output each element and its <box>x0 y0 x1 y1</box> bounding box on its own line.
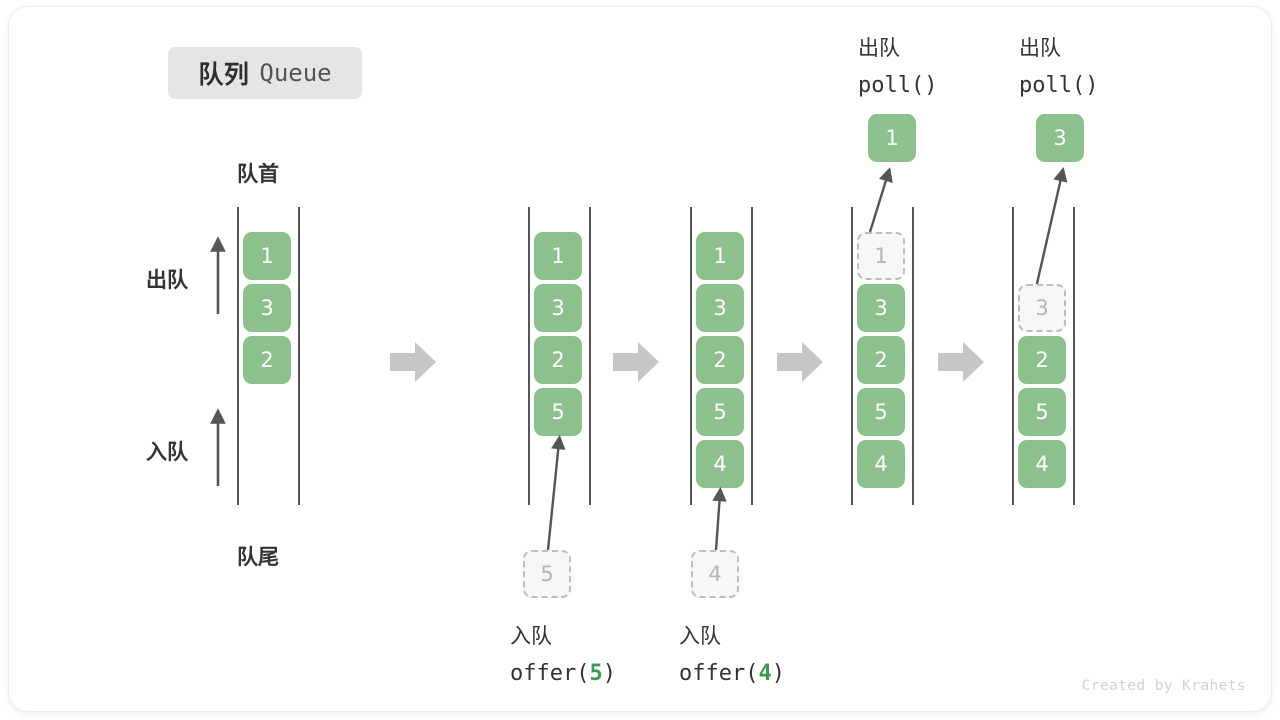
queue-cell-new: 5 <box>534 388 582 436</box>
queue-cell-removed: 3 <box>1018 284 1066 332</box>
queue-cell: 1 <box>534 232 582 280</box>
enqueue-direction-arrow-icon <box>210 408 226 486</box>
step-arrow-icon <box>938 342 984 382</box>
step-arrow-icon <box>777 342 823 382</box>
title-english: Queue <box>259 59 332 87</box>
queue-cell: 4 <box>857 440 905 488</box>
step-arrow-icon <box>613 342 659 382</box>
queue-rail-left <box>690 207 692 505</box>
queue-cell: 2 <box>243 336 291 384</box>
queue-cell: 5 <box>857 388 905 436</box>
queue-cell: 2 <box>1018 336 1066 384</box>
diagram-title-chip: 队列 Queue <box>168 47 362 99</box>
queue-head-label: 队首 <box>237 163 279 186</box>
enqueue-arrow-icon <box>712 486 727 551</box>
credit-text: Created by Krahets <box>1081 678 1246 694</box>
stage-caption-poll-3: 出队 poll() <box>1019 30 1098 104</box>
incoming-element-ghost: 5 <box>523 550 571 598</box>
queue-rail-right <box>1073 207 1075 505</box>
stage-caption-code: poll() <box>858 73 938 98</box>
queue-cell: 1 <box>243 232 291 280</box>
title-chinese: 队列 <box>198 61 250 89</box>
queue-cell: 3 <box>243 284 291 332</box>
incoming-element-ghost: 4 <box>691 550 739 598</box>
queue-cell: 4 <box>1018 440 1066 488</box>
dequeue-direction-arrow-icon <box>210 236 226 314</box>
stage-caption-cn: 入队 <box>510 624 552 648</box>
queue-cell: 5 <box>1018 388 1066 436</box>
dequeue-arrow-icon <box>1034 166 1068 289</box>
queue-rail-left <box>237 207 239 505</box>
queue-rail-left <box>851 207 853 505</box>
stage-caption-cn: 出队 <box>858 36 900 60</box>
enqueue-arrow-icon <box>546 434 566 551</box>
popped-element: 1 <box>868 114 916 162</box>
stage-caption-code: offer(5) <box>510 661 616 686</box>
queue-cell: 2 <box>534 336 582 384</box>
stage-caption-poll-1: 出队 poll() <box>858 30 937 104</box>
stage-caption-offer-4: 入队 offer(4) <box>679 618 785 692</box>
queue-cell-new: 4 <box>696 440 744 488</box>
stage-caption-offer-5: 入队 offer(5) <box>510 618 616 692</box>
queue-rail-left <box>528 207 530 505</box>
queue-cell: 2 <box>696 336 744 384</box>
queue-rail-right <box>912 207 914 505</box>
queue-cell: 2 <box>857 336 905 384</box>
enqueue-direction-label: 入队 <box>146 441 188 464</box>
queue-rail-left <box>1012 207 1014 505</box>
queue-cell: 3 <box>534 284 582 332</box>
stage-caption-cn: 出队 <box>1019 36 1061 60</box>
step-arrow-icon <box>390 342 436 382</box>
popped-element: 3 <box>1036 114 1084 162</box>
dequeue-arrow-icon <box>868 167 893 233</box>
queue-tail-label: 队尾 <box>237 546 279 569</box>
queue-rail-right <box>589 207 591 505</box>
stage-caption-code: poll() <box>1019 73 1099 98</box>
queue-rail-right <box>751 207 753 505</box>
queue-cell: 3 <box>696 284 744 332</box>
queue-cell-removed: 1 <box>857 232 905 280</box>
queue-rail-right <box>298 207 300 505</box>
queue-cell: 1 <box>696 232 744 280</box>
queue-cell: 5 <box>696 388 744 436</box>
dequeue-direction-label: 出队 <box>146 269 188 292</box>
stage-caption-code: offer(4) <box>679 661 785 686</box>
stage-caption-cn: 入队 <box>679 624 721 648</box>
queue-cell: 3 <box>857 284 905 332</box>
